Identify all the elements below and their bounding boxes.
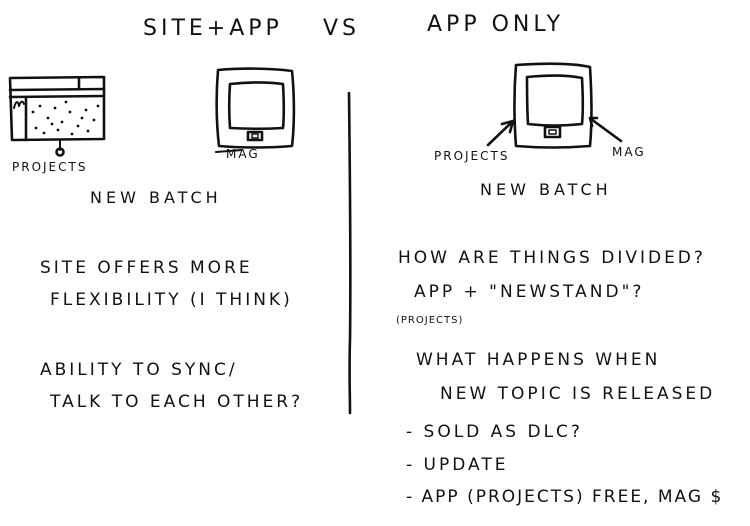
browser-scribble-fill [31,100,100,136]
topic-line1: WHAT HAPPENS WHEN [416,350,661,370]
topic-line2: NEW TOPIC IS RELEASED [440,384,716,404]
note-site-offers-line2: FLEXIBILITY (I THINK) [50,290,293,310]
label-mag-left: MAG [226,147,260,161]
note-site-offers-line1: SITE OFFERS MORE [40,258,253,278]
question-newstand: APP + "NEWSTAND"? [414,282,645,302]
left-tablet-sketch [215,67,296,153]
bullet-app-free-mag-paid: - APP (PROJECTS) FREE, MAG $ [406,487,724,507]
label-new-batch-left: NEW BATCH [90,188,222,207]
heading-vs: VS [323,16,361,41]
arrow-projects-to-tablet [486,119,515,147]
center-divider [347,91,352,415]
note-sync-line1: ABILITY TO SYNC/ [40,360,238,380]
arrow-mag-to-tablet [588,116,623,143]
note-sync-line2: TALK TO EACH OTHER? [50,392,304,412]
bullet-update: - UPDATE [406,455,509,475]
heading-site-app: SITE+APP [143,16,283,41]
label-projects-left: PROJECTS [12,160,88,174]
right-tablet-sketch [513,62,593,149]
question-divided: HOW ARE THINGS DIVIDED? [398,248,706,268]
note-projects-paren: (PROJECTS) [396,315,464,326]
label-mag-right: MAG [612,145,646,159]
browser-pin-dot [55,147,65,157]
label-projects-right: PROJECTS [434,149,510,163]
bullet-sold-as-dlc: - SOLD AS DLC? [406,422,583,442]
heading-app-only: APP ONLY [427,12,565,37]
browser-window-sketch [8,75,106,151]
label-new-batch-right: NEW BATCH [480,180,612,199]
